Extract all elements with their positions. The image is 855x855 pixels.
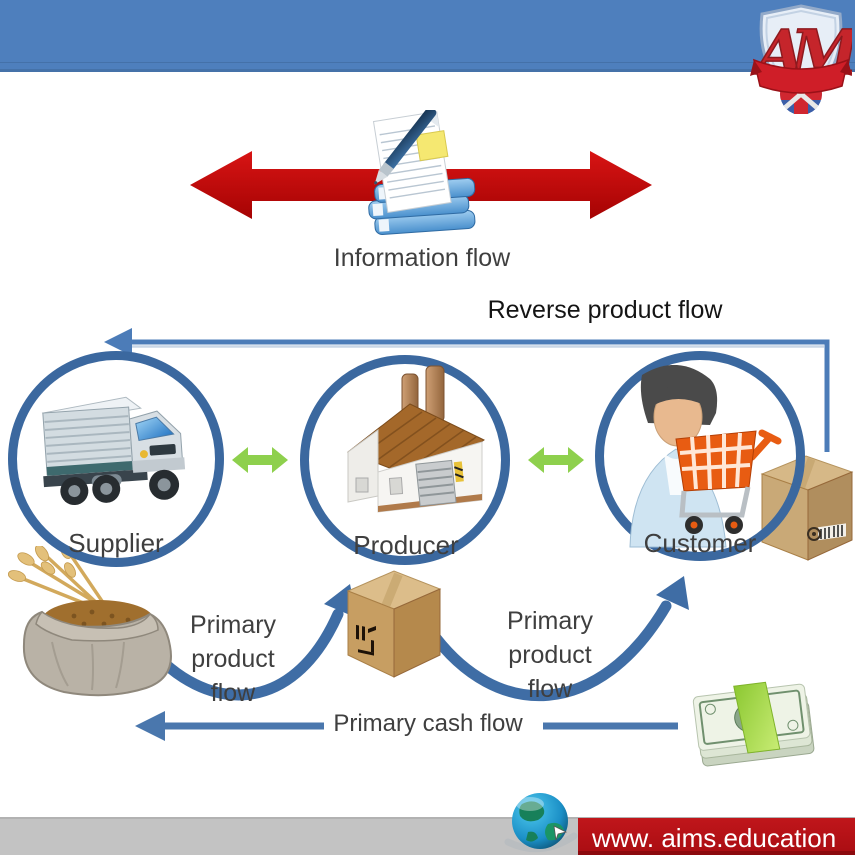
reverse-product-flow-label: Reverse product flow (487, 296, 723, 324)
supplier-label: Supplier (68, 528, 164, 558)
supplier-node-circle (8, 351, 224, 567)
customer-cart-icon (629, 365, 782, 548)
shopping-cart-icon (675, 429, 782, 534)
primary-product-flow-right-curve (424, 600, 672, 702)
producer-customer-arrow-icon (528, 447, 584, 473)
reverse-flow-line (126, 339, 830, 452)
producer-label: Producer (353, 530, 459, 560)
primary-product-flow-left-label: Primary product flow (189, 611, 277, 707)
cash-stack-icon (692, 681, 815, 767)
customer-label: Customer (643, 528, 757, 558)
footer-website-text: www. aims.education (592, 823, 836, 855)
producer-box-icon (346, 570, 442, 678)
aims-logo-icon: AM (750, 4, 852, 114)
header-bar (0, 0, 855, 72)
information-flow-label: Information flow (333, 244, 511, 272)
delivery-truck-icon (41, 396, 186, 506)
globe-icon (504, 793, 578, 853)
wheat-sack-icon (8, 546, 172, 697)
footer-red-bar: www. aims.education (578, 818, 855, 855)
supplier-producer-arrow-icon (232, 447, 288, 473)
factory-icon (346, 365, 485, 513)
customer-node-circle (595, 351, 805, 561)
cash-flow-arrowhead (135, 711, 165, 741)
notebook-pen-icon (368, 110, 476, 235)
primary-product-flow-right-label: Primary product flow (506, 607, 594, 703)
primary-cash-flow-label: Primary cash flow (333, 710, 523, 737)
reverse-flow-arrowhead (104, 328, 132, 356)
producer-node-circle (300, 355, 510, 565)
primary-product-flow-left-curve (142, 608, 344, 701)
